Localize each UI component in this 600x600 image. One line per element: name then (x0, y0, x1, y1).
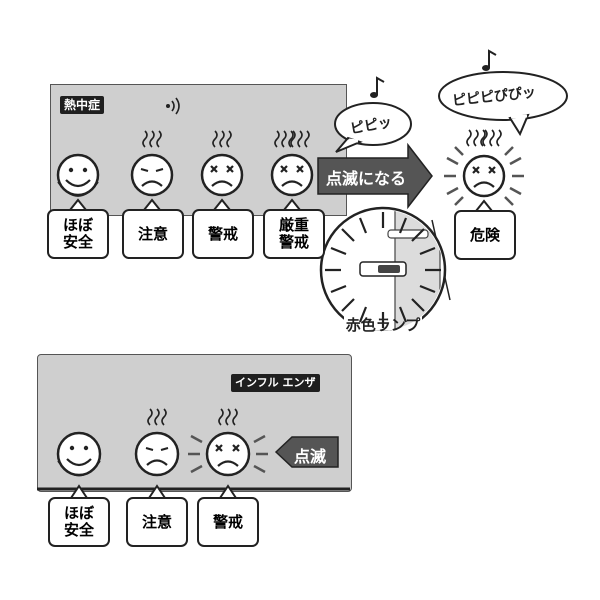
warning-face-icon (200, 130, 244, 197)
level-label-severe-warning: 厳重 警戒 (263, 209, 325, 259)
level-label-safe: ほぼ 安全 (47, 209, 109, 259)
level-label-caution: 注意 (126, 497, 188, 547)
sound-indicator-icon (166, 97, 180, 115)
danger-face-icon (444, 129, 524, 206)
level-label-danger: 危険 (454, 210, 516, 260)
music-note-icon (370, 76, 385, 98)
severe-warning-face-icon (270, 130, 314, 197)
caution-face-icon (130, 130, 174, 197)
blink-label: 点滅 (294, 447, 327, 466)
warning-face-icon (188, 408, 268, 477)
label-pointers-top (69, 198, 493, 212)
mode-tag-heatstroke: 熱中症 (60, 96, 105, 114)
caution-face-icon (134, 408, 180, 477)
blink-arrow-label: 点滅になる (326, 169, 407, 188)
level-label-warning: 警戒 (192, 209, 254, 259)
label-pointers-bottom (70, 484, 237, 499)
safe-face-icon (56, 153, 100, 197)
speech-bubble-short (334, 102, 412, 153)
music-note-icon (482, 49, 497, 71)
blink-tag-arrow-icon (274, 436, 339, 468)
speech-bubble-long (438, 71, 568, 137)
level-label-caution: 注意 (122, 209, 184, 259)
red-lamp-magnifier (319, 206, 447, 340)
mode-tag-influenza: インフル エンザ (231, 374, 320, 392)
level-label-safe: ほぼ 安全 (48, 497, 110, 547)
red-lamp-caption: 赤色ランプ (345, 316, 421, 334)
level-label-warning: 警戒 (197, 497, 259, 547)
safe-face-icon (56, 431, 102, 477)
blink-arrow-icon (317, 142, 433, 210)
